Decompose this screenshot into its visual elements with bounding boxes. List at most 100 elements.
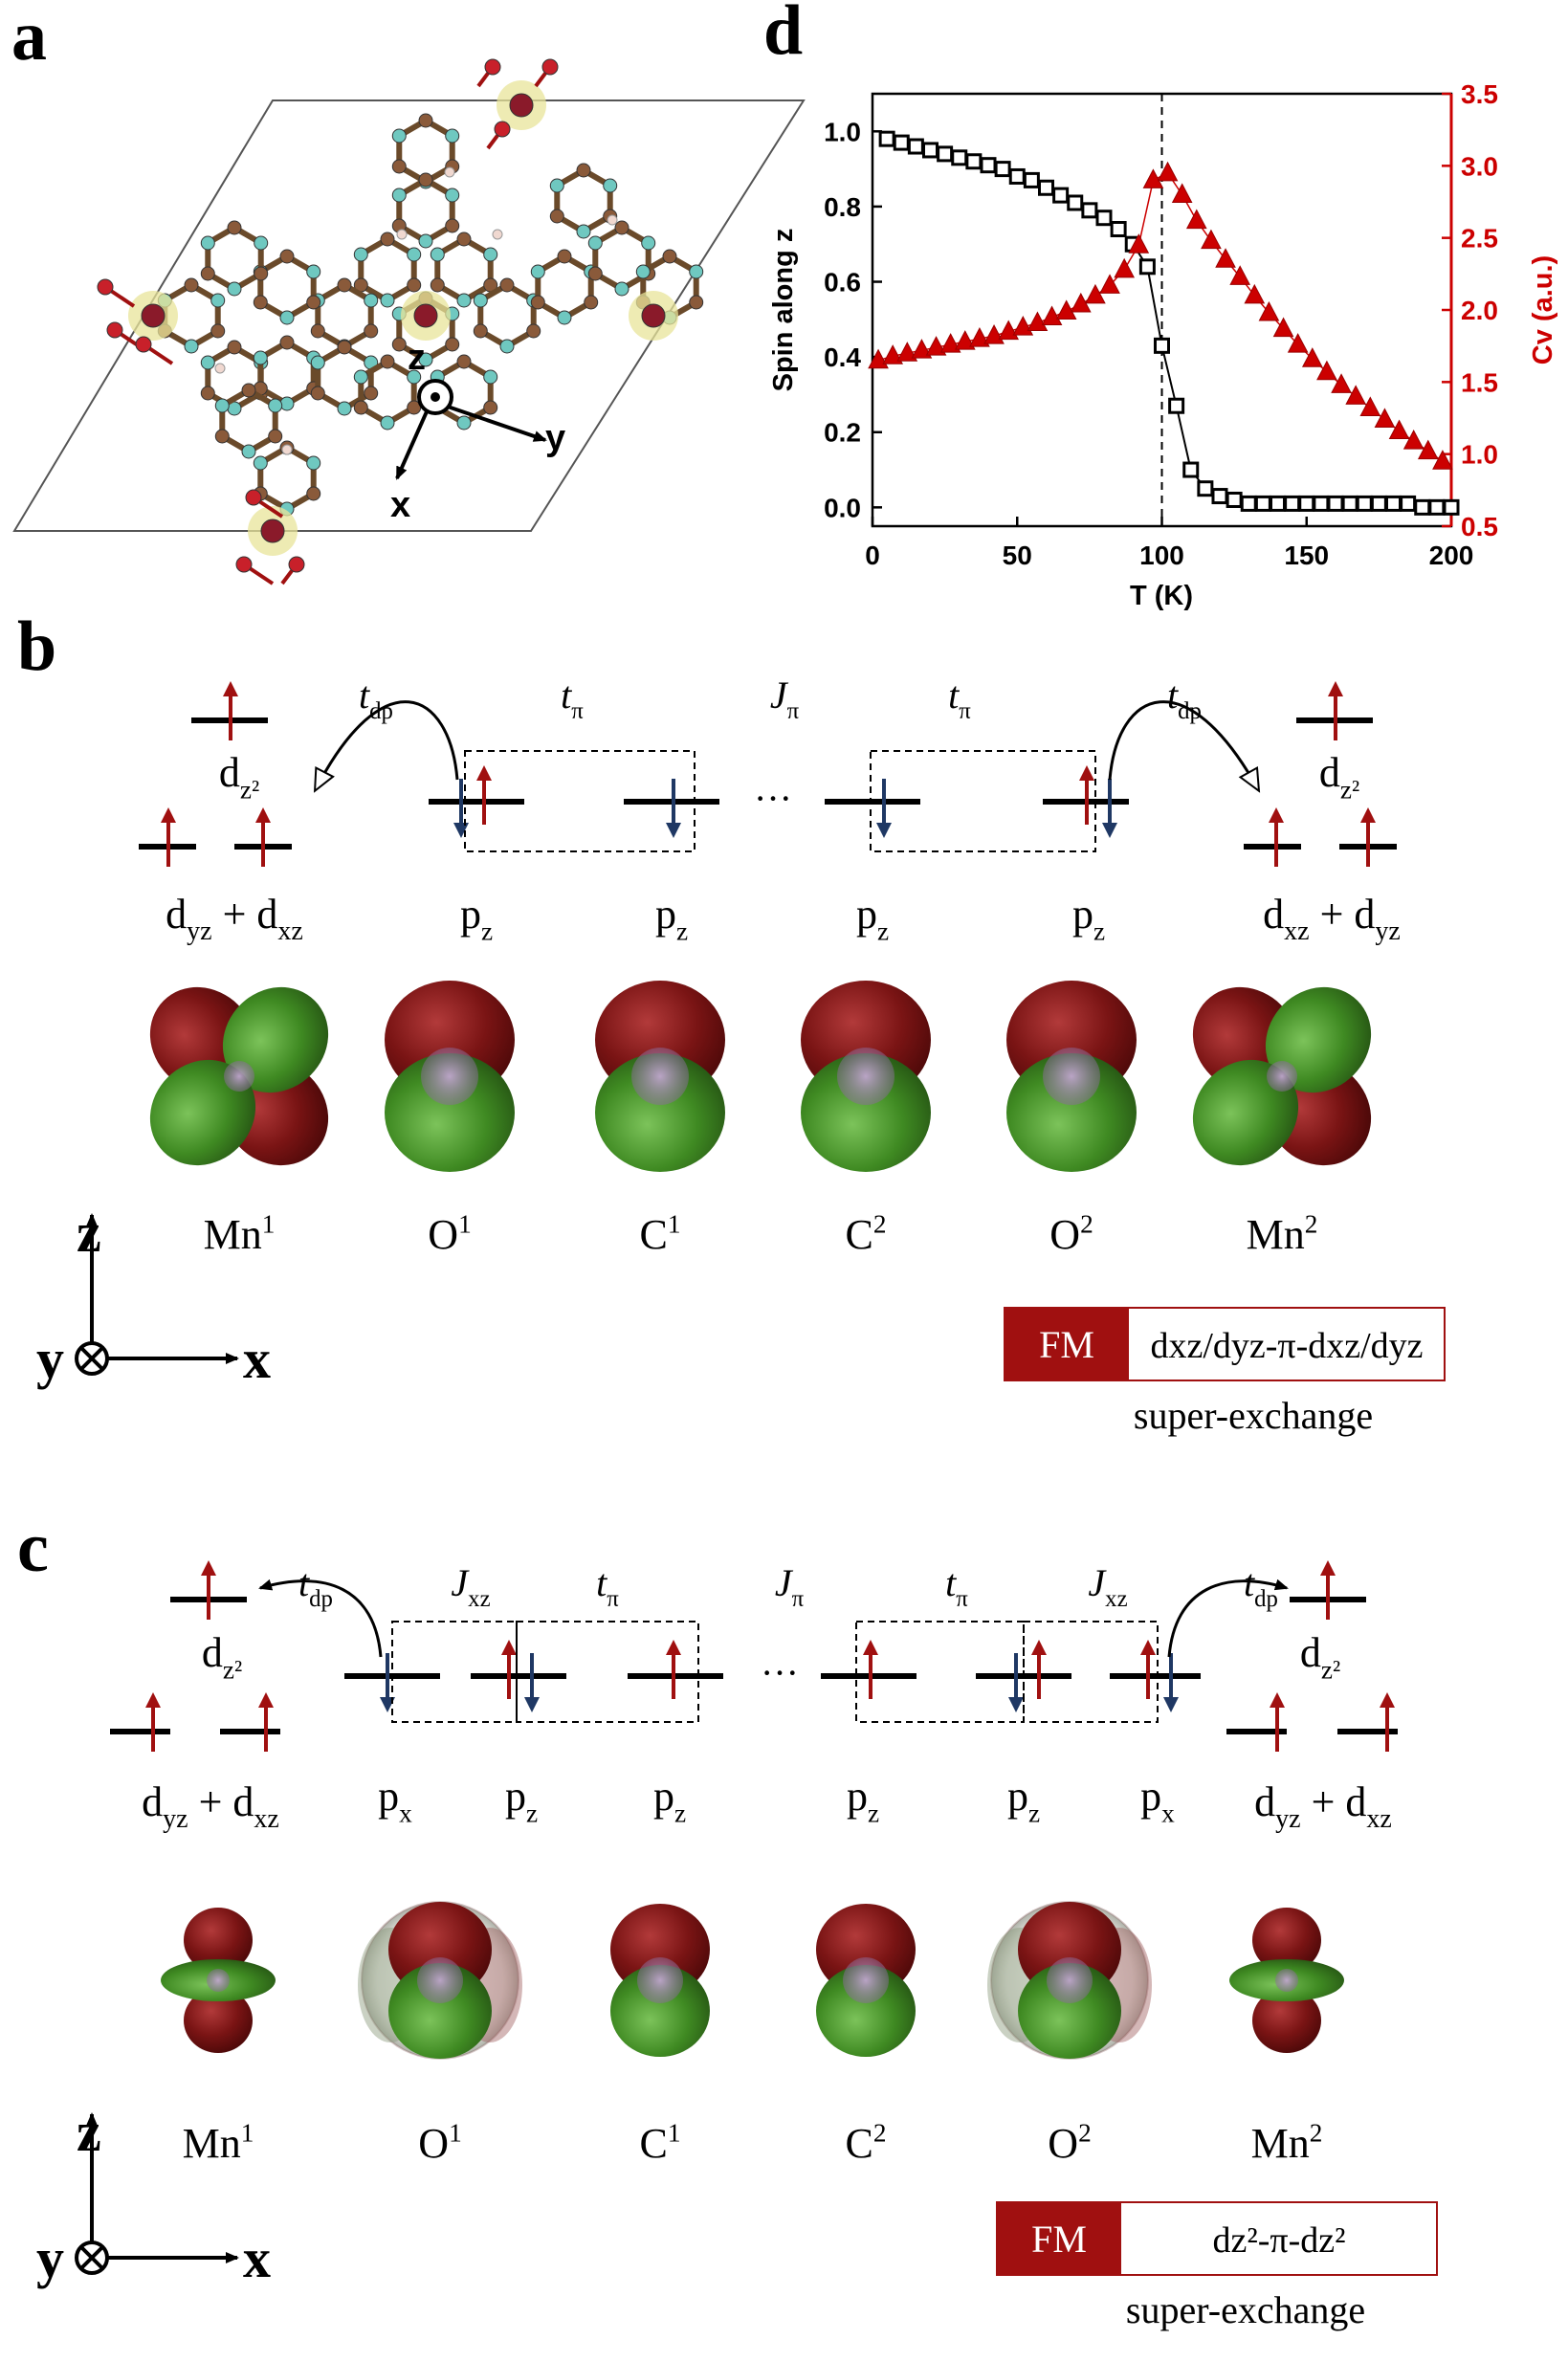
cv-point [1272,317,1294,338]
hopping-label-sub: dp [369,698,393,724]
atom [662,249,677,264]
hopping-label: tdp [1167,673,1202,724]
dz2-label-right: dz² [1300,1629,1340,1684]
hopping-label: Jxz [1088,1561,1127,1612]
cv-point [1402,430,1424,450]
right-d-label: dxz + dyz [1263,891,1401,946]
atom-label-sup: 1 [668,1209,681,1238]
oxygen-atom [541,58,559,76]
spin-point [1356,495,1373,512]
y-right-tick-label: 2.5 [1461,224,1498,254]
atom-label: O2 [1048,2118,1091,2167]
atom [445,188,460,203]
spin-point [1081,202,1098,219]
atom-label: Mn1 [183,2118,254,2167]
cv-point [1359,396,1381,416]
spin-point [1240,495,1257,512]
hopping-label: tπ [945,1561,968,1612]
p-orbital-label-sub: z [526,1799,538,1827]
atom [200,235,215,251]
coupling-box [464,750,696,852]
d-sub: xz [1366,1804,1391,1834]
hopping-label-base: t [298,1561,310,1604]
cv-point [1027,311,1049,332]
atom [587,266,603,281]
atom [279,335,295,350]
hopping-label-sub: dp [1178,698,1202,724]
x-tick-label: 150 [1284,541,1329,570]
orbital-lobe-green [801,1053,931,1172]
cv-point [1374,408,1396,429]
hopping-label-sub: xz [1105,1586,1127,1612]
atom-label: C2 [846,2118,887,2167]
hopping-label: tπ [561,673,584,724]
atom [268,429,283,444]
spin-down-arrowhead [453,823,469,838]
atom [353,247,368,262]
atom [253,455,268,471]
chart-marks [868,130,1460,516]
atom-label: Mn2 [1247,1209,1318,1258]
spin-point [1038,179,1054,196]
atom [584,295,599,310]
oxygen-atom [106,321,123,339]
atom [391,159,407,174]
atom [227,220,242,235]
hopping-label-sub: π [607,1586,619,1612]
mn-atom [413,303,438,328]
spin-up-arrowhead [1269,807,1284,823]
d-base: d [232,1778,254,1825]
hydrogen-atom [492,229,503,240]
hydrogen-atom [607,214,618,226]
hydrogen-atom [281,444,293,455]
d-base: d [1354,891,1375,938]
atom [364,323,379,339]
cv-point [954,330,976,350]
p-orbital-label-base: p [505,1773,526,1820]
coupling-box [516,1621,699,1723]
coupling-box [870,750,1096,852]
coupling-box [391,1621,518,1723]
atom-label-base: O [418,2120,449,2167]
cv-point [896,342,918,362]
spin-point [1154,337,1170,354]
spin-down-arrowhead [1102,823,1117,838]
cv-point [1201,229,1222,250]
spin-point [893,134,910,151]
p-orbital-label-sub: z [877,916,889,945]
cv-point [1301,347,1323,367]
y-left-tick-label: 0.4 [824,342,861,372]
x-tick-label: 100 [1139,541,1184,570]
spin-up-arrowhead [1320,1560,1336,1576]
p-orbital-label-sub: z [674,1799,686,1827]
atom [380,415,395,430]
atom-label-sup: 1 [668,2118,681,2147]
spin-point [1313,495,1330,512]
hopping-label-base: t [1244,1561,1255,1604]
spin-point [1023,171,1040,188]
spin-point [1400,495,1417,512]
spin-up-arrowhead [258,1692,274,1708]
benzene-ring [554,166,613,235]
ellipsis: ··· [761,1651,799,1694]
orbital-lobe-green [610,1965,710,2057]
atom [353,369,368,385]
mn-atom [509,93,534,118]
spin-point [1370,495,1387,512]
nucleus [1275,1969,1298,1992]
x-axis-label: T (K) [1130,581,1193,611]
atom [576,224,591,239]
y-left-tick-label: 0.2 [824,418,861,448]
spin-point [1254,495,1271,512]
d-base: d [1254,1778,1275,1825]
p-orbital-label: pz [655,891,688,945]
spin-up-arrowhead [1328,681,1343,696]
hydrogen-atom [396,229,408,240]
p-orbital-label-sub: z [1028,1799,1040,1827]
p-orbital-label-base: p [856,891,877,938]
atom-label: C1 [640,2118,681,2167]
y-axis-label-right: Cv (a.u.) [1528,255,1558,364]
spin-point [1052,187,1070,204]
d-sub: xz [277,916,302,946]
